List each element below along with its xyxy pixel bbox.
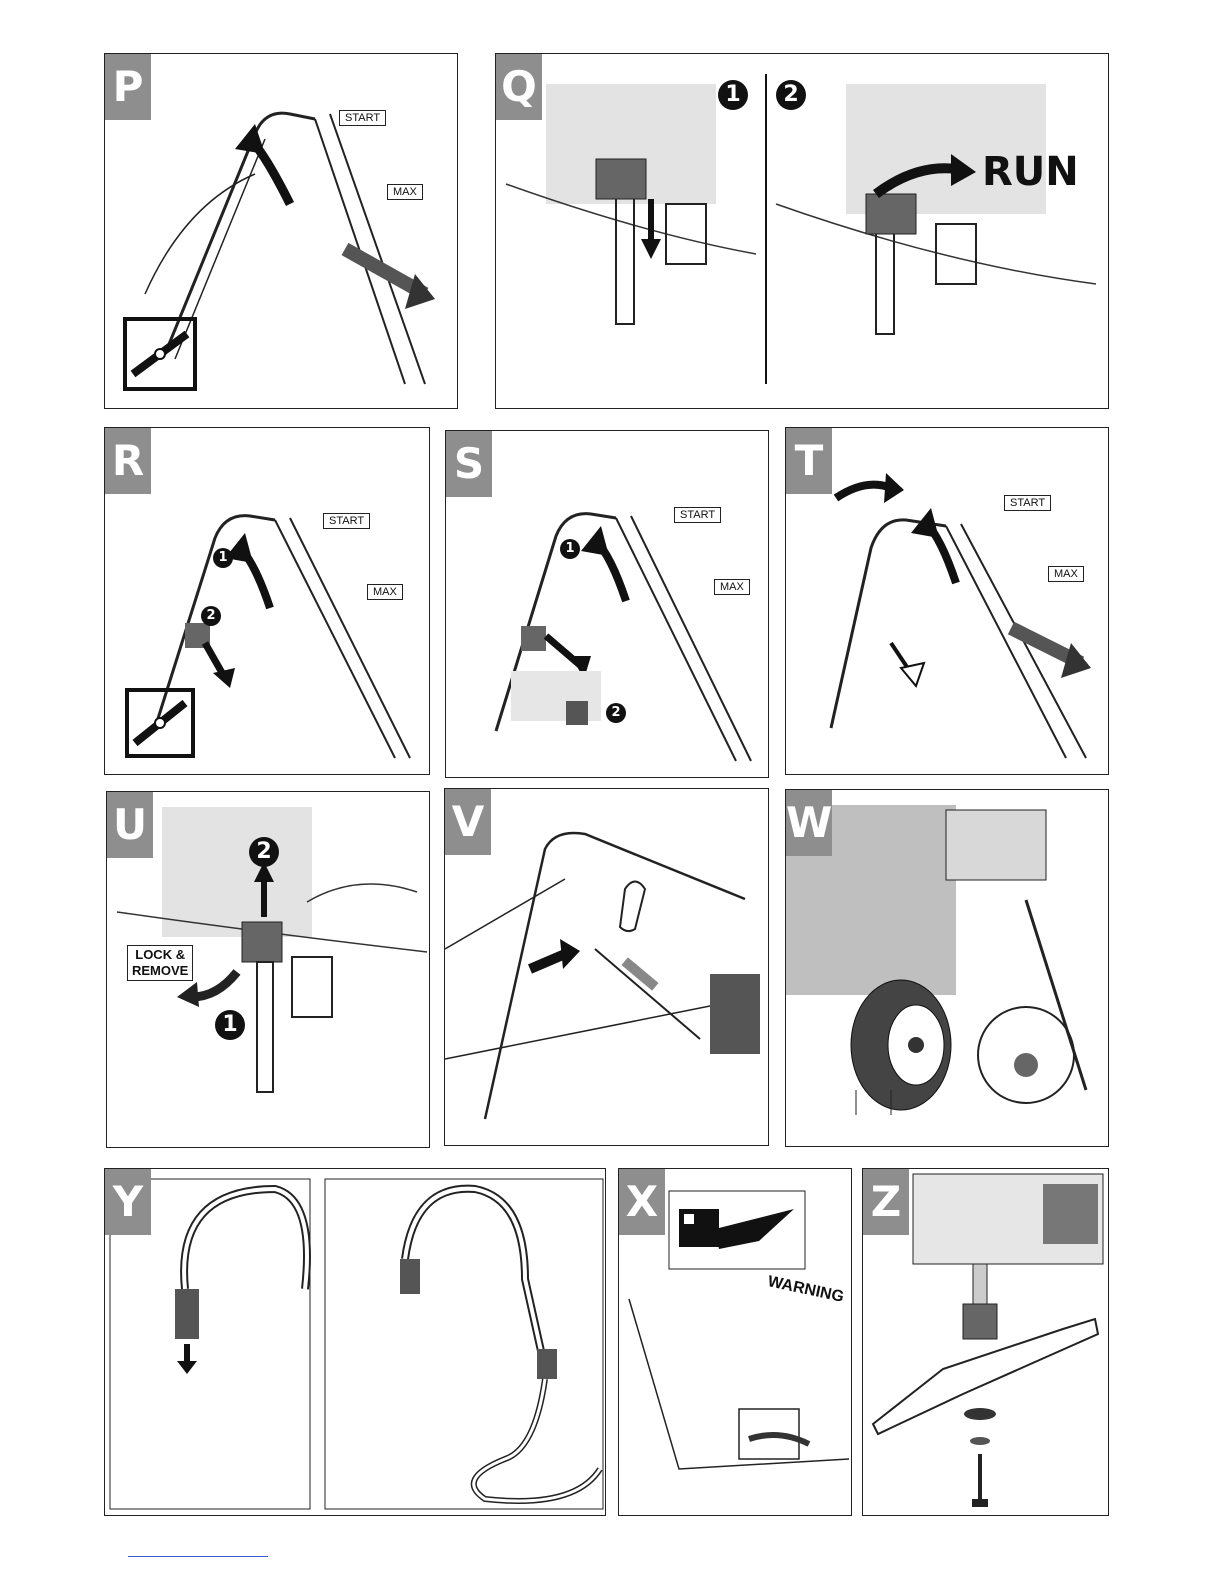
panel-tag: Q [496,54,542,120]
wheel-adjust-illustration [786,790,1108,1146]
lock-label-line2: REMOVE [132,963,188,979]
panel-tag: T [786,428,832,494]
start-label: START [1004,495,1051,511]
panel-r: R START MAX 1 2 [104,427,430,775]
max-label: MAX [387,184,423,200]
step-2-badge: 2 [249,837,279,867]
panel-tag: S [446,431,492,497]
step-1-badge: 1 [718,80,748,110]
panel-v: V [444,788,769,1146]
handle-release-illustration [446,431,768,777]
cable-adjust-illustration [445,789,768,1145]
panel-u: U 2 1 LOCK & REMOVE [106,791,430,1148]
handle-illustration [105,54,457,408]
run-label: RUN [982,149,1079,195]
max-label: MAX [367,584,403,600]
step-2-badge: 2 [776,80,806,110]
panel-s: S START MAX 1 2 [445,430,769,778]
panel-tag: Y [105,1169,151,1235]
lock-label-line1: LOCK & [132,947,188,963]
panel-q: Q 1 2 RUN [495,53,1109,409]
start-label: START [339,110,386,126]
panel-z: Z [862,1168,1109,1516]
step-1-badge: 1 [215,1010,245,1040]
hose-connect-illustration [105,1169,605,1515]
panel-tag: R [105,428,151,494]
max-label: MAX [1048,566,1084,582]
panel-tag: U [107,792,153,858]
handle-brake-illustration [105,428,429,774]
fuel-cap-illustration [496,54,1108,408]
panel-tag: W [786,790,832,856]
step-2-badge: 2 [606,703,626,723]
panel-y: Y [104,1168,606,1516]
panel-p: P START MAX [104,53,458,409]
panel-tag: X [619,1169,665,1235]
panel-tag: Z [863,1169,909,1235]
step-1-badge: 1 [560,539,580,559]
start-label: START [674,507,721,523]
start-label: START [323,513,370,529]
panel-tag: V [445,789,491,855]
footer-underline [128,1556,268,1557]
panel-tag: P [105,54,151,120]
lock-remove-label: LOCK & REMOVE [127,945,193,981]
step-1-badge: 1 [213,548,233,568]
handle-drive-illustration [786,428,1108,774]
panel-w: W [785,789,1109,1147]
max-label: MAX [714,579,750,595]
step-2-badge: 2 [201,606,221,626]
panel-x: X WARNING [618,1168,852,1516]
panel-t: T START MAX [785,427,1109,775]
